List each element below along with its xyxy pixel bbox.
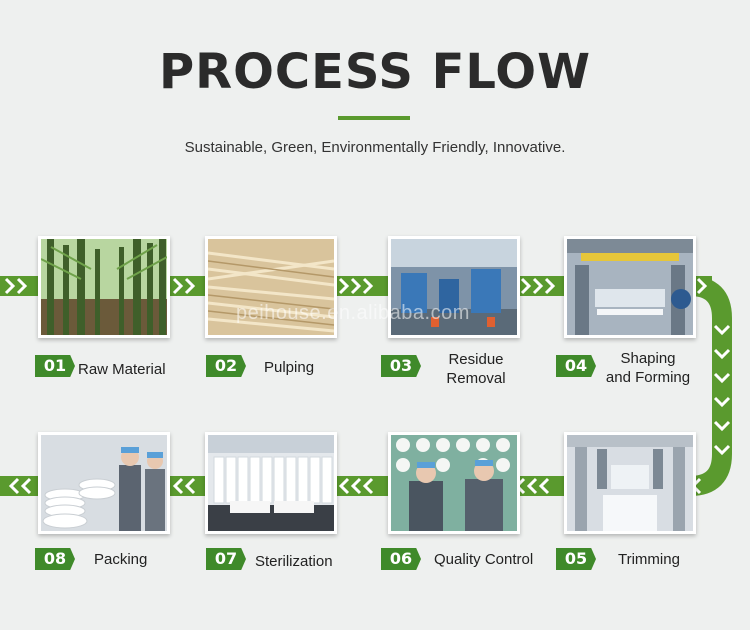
photo-sterilization [205,432,337,534]
page-title: PROCESS FLOW [158,44,592,100]
photo-raw-material [38,236,170,338]
sugarcane-image [41,239,167,335]
step-08-label: Packing [94,551,148,568]
photo-packing [38,432,170,534]
packing-workers-image [41,435,167,531]
step-05-badge: 05 [556,548,596,570]
step-02-label: Pulping [264,359,315,376]
step-02-badge: 02 [206,355,246,377]
step-04-label-line1: Shaping [620,350,676,367]
step-07-badge: 07 [206,548,246,570]
step-06-badge: 06 [381,548,421,570]
photo-shaping-forming [564,236,696,338]
step-03-label-line2: Removal [446,370,506,387]
step-04-badge: 04 [556,355,596,377]
step-05-label: Trimming [618,551,680,568]
sterilization-tunnel-image [208,435,334,531]
forming-machine-image [567,239,693,335]
step-03-badge: 03 [381,355,421,377]
pulp-fiber-image [208,239,334,335]
photo-quality-control [388,432,520,534]
photo-trimming [564,432,696,534]
step-01-badge: 01 [35,355,75,377]
page-subtitle: Sustainable, Green, Environmentally Frie… [184,139,566,156]
step-04-label-line2: and Forming [605,369,691,386]
factory-floor-image [391,239,517,335]
quality-inspection-image [391,435,517,531]
title-underline [338,116,410,120]
step-01-label: Raw Material [78,361,166,378]
right-flow-curve [689,276,732,496]
step-07-label: Sterilization [255,553,333,570]
step-04-label: Shaping and Forming [602,349,694,387]
trimming-machine-image [567,435,693,531]
photo-residue-removal [388,236,520,338]
step-03-label: Residue Removal [436,350,516,388]
watermark: peihouse.en.alibaba.com [236,302,470,324]
step-03-label-line1: Residue [448,351,504,368]
step-08-badge: 08 [35,548,75,570]
photo-pulping [205,236,337,338]
step-06-label: Quality Control [434,551,534,568]
